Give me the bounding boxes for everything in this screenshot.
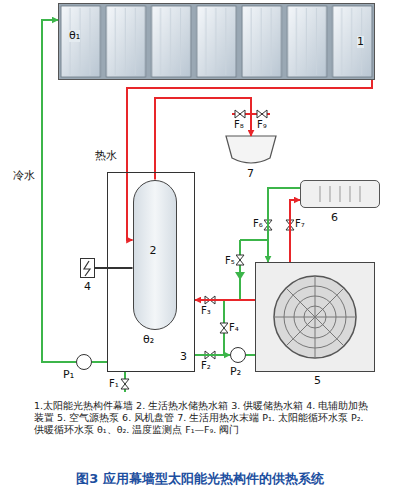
pipe-label: 热水	[94, 150, 118, 162]
part-number: P₂	[230, 366, 241, 378]
pipe-connector	[195, 299, 255, 301]
heat-pump-body	[255, 262, 375, 372]
pump-circle: P₂	[230, 347, 246, 363]
valve-label: F₆	[252, 218, 264, 229]
part-number: 2	[150, 245, 157, 257]
sink-basin	[226, 136, 276, 163]
part-number: P₁	[63, 369, 74, 381]
collector-wall: θ₁ 1	[58, 3, 375, 80]
pump-circle: P₁	[76, 354, 92, 370]
part-number: 5	[314, 375, 321, 387]
valve-label: F₄	[228, 322, 240, 333]
pipe-connector	[195, 354, 230, 356]
return-pipe	[240, 239, 268, 241]
pipe-connector	[155, 98, 251, 180]
return-pipe	[239, 240, 241, 300]
pipe-connector	[92, 361, 107, 363]
pipe-connector	[42, 20, 76, 362]
collector-panels	[58, 3, 375, 80]
fan-coil-body	[300, 180, 380, 208]
heating-tank: 3 θ₂ 2	[107, 172, 195, 372]
valve-label: F₇	[294, 218, 306, 229]
pipe-label: 冷水	[12, 170, 36, 182]
figure-caption: 图3 应用幕墙型太阳能光热构件的供热系统	[0, 470, 400, 488]
part-number: θ₁	[69, 30, 80, 42]
valve-label: F₃	[200, 305, 212, 316]
valve-label: F₉	[256, 119, 268, 130]
valve-label: F₅	[224, 255, 236, 266]
figure-key: 1.太阳能光热构件幕墙 2. 生活热水储热水箱 3. 供暖储热水箱 4. 电辅助…	[34, 400, 370, 436]
valve-label: F₁	[108, 378, 120, 389]
pipe-connector	[290, 200, 300, 262]
part-number: 6	[331, 212, 338, 224]
heater-bolt	[84, 261, 90, 276]
sink: 7	[226, 136, 276, 164]
part-number: 4	[84, 281, 91, 293]
part-number: θ₂	[143, 334, 154, 346]
heater-box: 4	[80, 258, 95, 278]
fan-coil-grille	[320, 186, 360, 202]
heat-pump: 5	[255, 262, 375, 372]
heat-pump-fan	[274, 276, 356, 358]
valve-label: F₂	[200, 360, 212, 371]
pipe-connector	[246, 354, 255, 356]
part-number: 3	[180, 351, 187, 363]
fan-coil: 6	[300, 180, 380, 208]
hot-water-tank: 2	[133, 180, 177, 330]
part-number: 7	[247, 168, 254, 180]
flow-arrow	[235, 272, 245, 280]
pipe-connector	[95, 267, 133, 269]
part-number: 1	[357, 36, 364, 48]
valve-label: F₈	[233, 119, 245, 130]
